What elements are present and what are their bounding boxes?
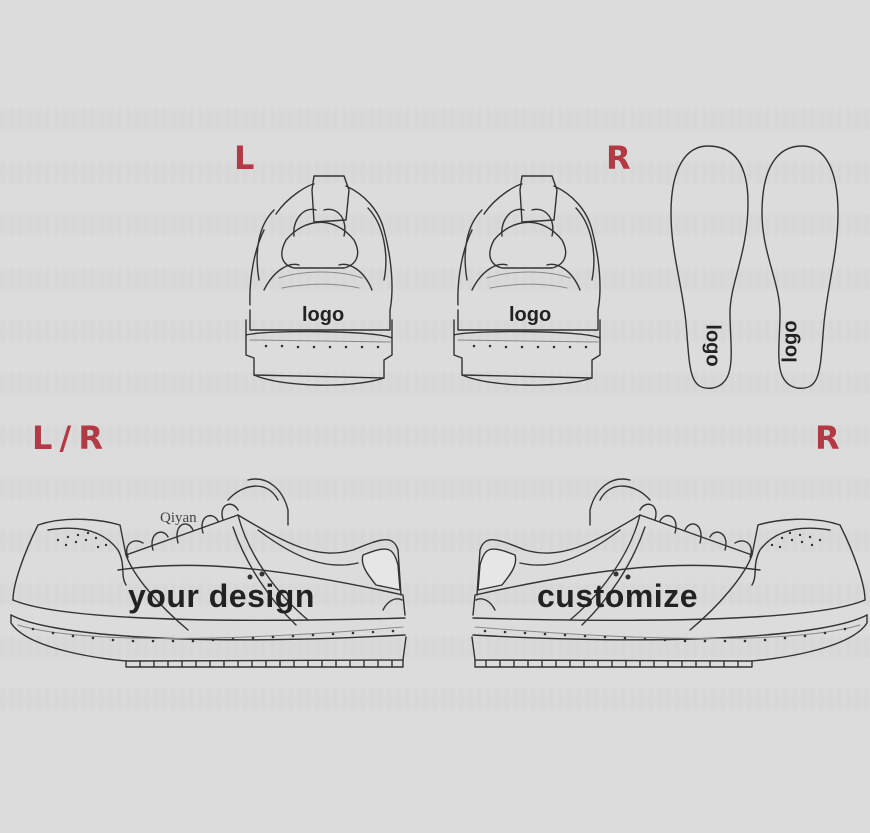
ghost-text-row [0, 268, 870, 290]
ghost-text-row [0, 162, 870, 184]
side-left-design-text: your design [128, 578, 315, 614]
ghost-text-row [0, 530, 870, 552]
back-view-left-shoe-drawing [245, 175, 393, 386]
insole-right-drawing [761, 145, 839, 389]
side-right-customize-text: customize [537, 578, 698, 614]
ghost-text-row [0, 478, 870, 500]
ghost-text-row [0, 583, 870, 605]
back-view-right-shoe-drawing [453, 175, 601, 386]
ghost-text-row [0, 108, 870, 130]
label-back-left: L [234, 139, 255, 177]
label-side-left: L / R [32, 419, 103, 457]
watermark-text: Qiyan [160, 510, 197, 526]
ghost-text-row [0, 214, 870, 236]
label-back-right: R [606, 139, 631, 177]
ghost-text-row [0, 320, 870, 342]
insole-left-logo-text: logo [701, 324, 724, 367]
ghost-text-row [0, 688, 870, 710]
back-right-logo-text: logo [509, 304, 552, 326]
insole-left-drawing [670, 145, 749, 389]
ghost-text-row [0, 425, 870, 447]
ghost-text-row [0, 636, 870, 658]
ghost-text-row [0, 372, 870, 394]
side-view-left-shoe-drawing [10, 478, 407, 668]
side-view-right-shoe-drawing [471, 478, 868, 668]
back-left-logo-text: logo [302, 304, 345, 326]
insole-right-logo-text: logo [779, 320, 802, 363]
label-side-right: R [815, 419, 840, 457]
